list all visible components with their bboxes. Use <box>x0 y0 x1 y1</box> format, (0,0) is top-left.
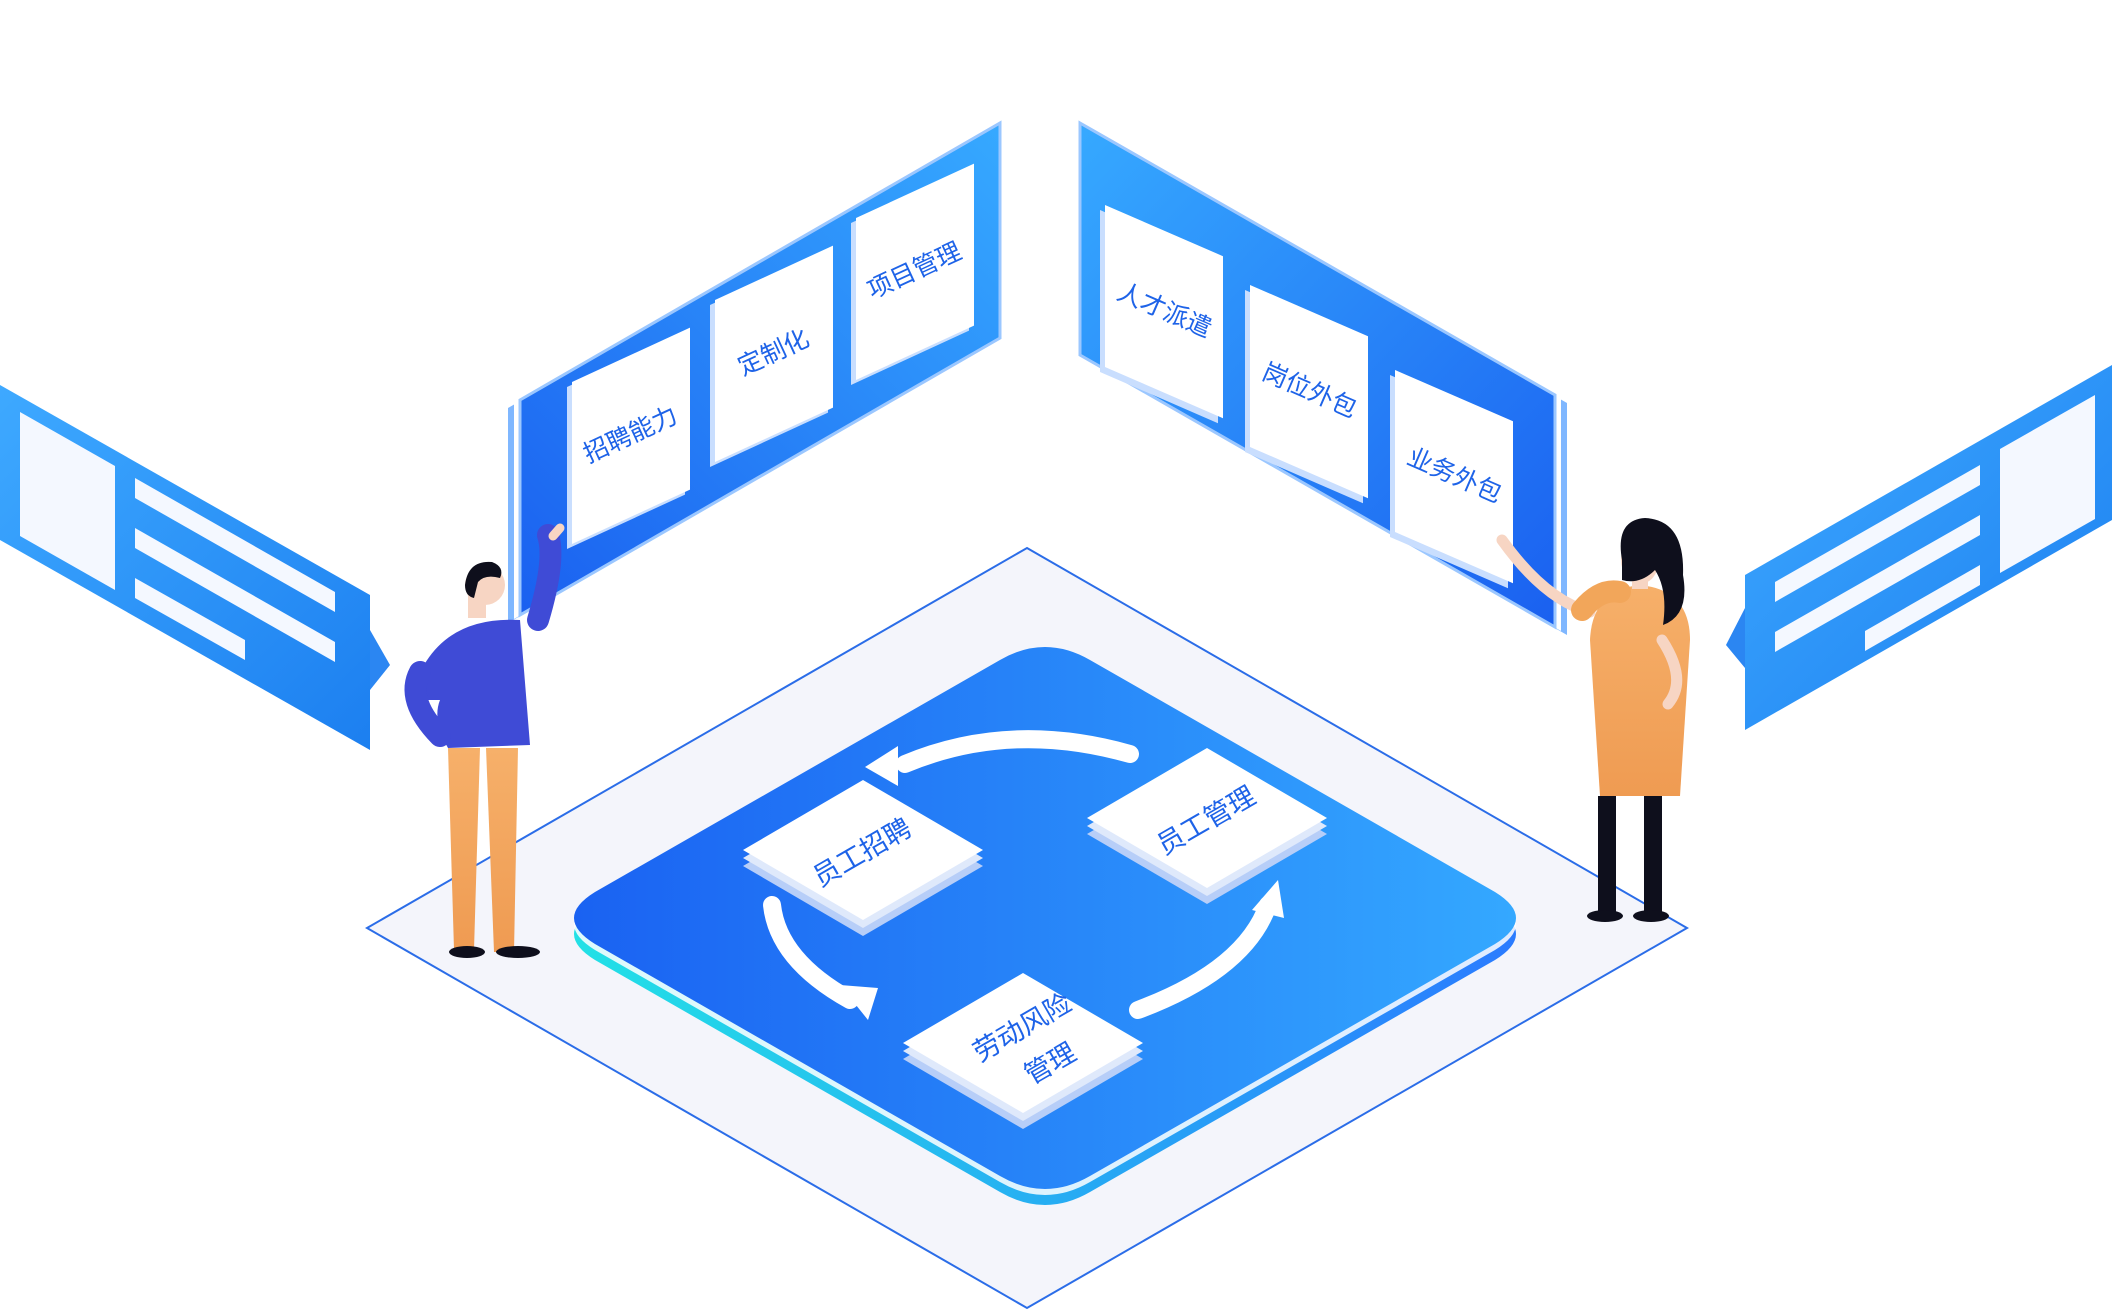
right-service-card-1: 人才派遣 <box>1100 205 1223 424</box>
left-service-card-2: 定制化 <box>710 245 833 467</box>
cycle-arrow-left-head <box>840 985 878 1020</box>
left-service-card-1: 招聘能力 <box>567 327 690 549</box>
cycle-platform <box>574 647 1516 1205</box>
left-service-card-3: 项目管理 <box>851 163 974 385</box>
cycle-node-1: 员工招聘 <box>743 780 983 936</box>
woman-figure <box>1496 518 1690 922</box>
cycle-arrow-left <box>763 896 859 1009</box>
cycle-arrow-top-head <box>865 746 898 786</box>
cycle-arrow-right-head <box>1252 880 1284 918</box>
cycle-node-2: 员工管理 <box>1087 748 1327 904</box>
cycle-arrow-top <box>896 730 1139 773</box>
cycle-arrow-right <box>1129 896 1277 1019</box>
right-service-card-3: 业务外包 <box>1390 370 1513 589</box>
right-document-screen <box>1726 365 2112 730</box>
right-service-card-2: 岗位外包 <box>1245 285 1368 504</box>
left-document-screen <box>0 385 390 750</box>
man-figure <box>404 523 565 958</box>
